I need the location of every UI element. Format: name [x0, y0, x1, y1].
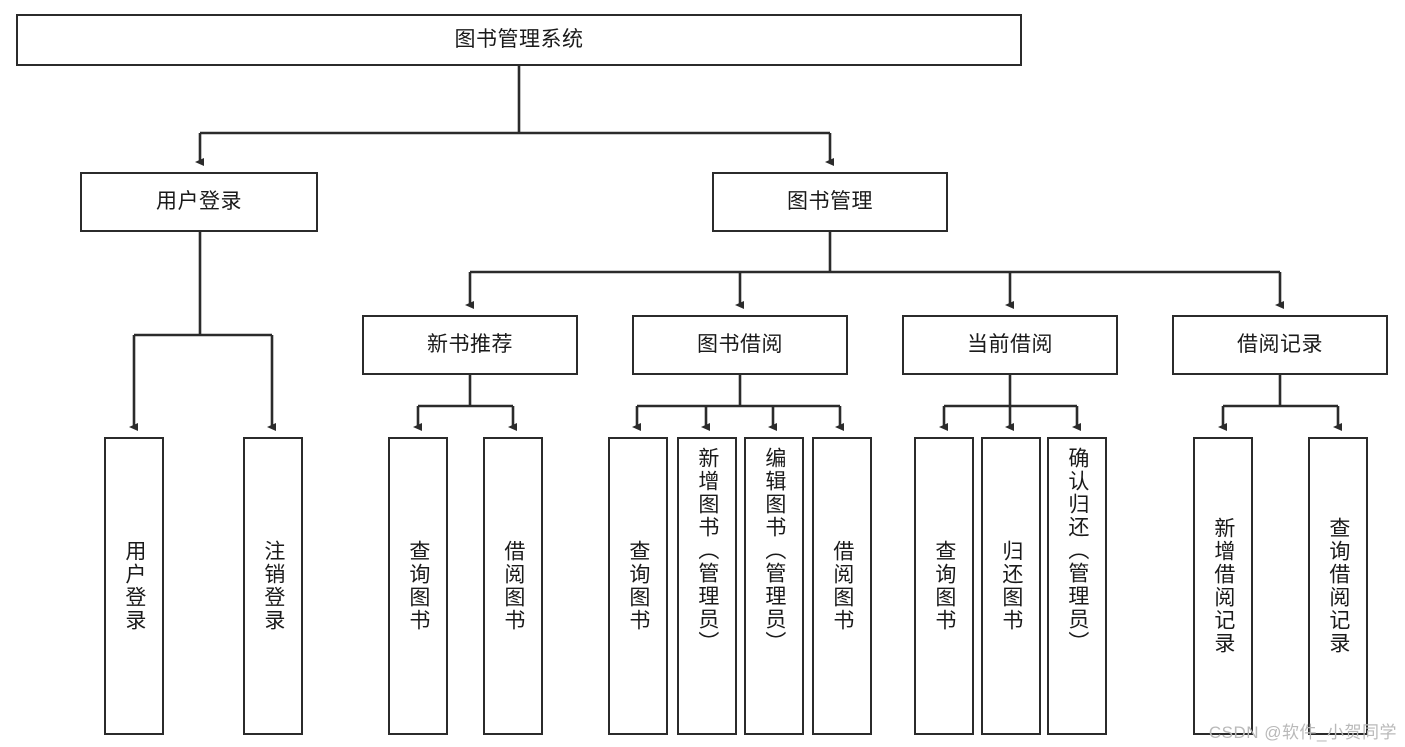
node-label: 新增借阅记录 — [1211, 517, 1235, 655]
node-label: 编辑图书（管理员） — [762, 447, 786, 654]
node-label: 图书管理系统 — [454, 27, 584, 51]
leaf-query-borrow-record[interactable]: 查询借阅记录 — [1308, 437, 1368, 735]
node-label: 用户登录 — [122, 540, 146, 632]
node-label: 查询图书 — [406, 540, 430, 632]
node-user-login[interactable]: 用户登录 — [80, 172, 318, 232]
node-label: 查询图书 — [932, 540, 956, 632]
node-label: 归还图书 — [999, 540, 1023, 632]
watermark-text: CSDN @软件_小贺同学 — [1208, 723, 1397, 742]
leaf-query-book-1[interactable]: 查询图书 — [388, 437, 448, 735]
leaf-edit-book-admin[interactable]: 编辑图书（管理员） — [744, 437, 804, 735]
leaf-query-book-2[interactable]: 查询图书 — [608, 437, 668, 735]
node-borrow-record[interactable]: 借阅记录 — [1172, 315, 1388, 375]
node-current-borrow[interactable]: 当前借阅 — [902, 315, 1118, 375]
node-label: 图书借阅 — [697, 332, 783, 356]
leaf-user-login[interactable]: 用户登录 — [104, 437, 164, 735]
leaf-add-borrow-record[interactable]: 新增借阅记录 — [1193, 437, 1253, 735]
node-label: 新增图书（管理员） — [695, 447, 719, 654]
node-label: 新书推荐 — [427, 332, 513, 356]
node-label: 当前借阅 — [967, 332, 1053, 356]
node-label: 借阅图书 — [830, 540, 854, 632]
node-book-borrow[interactable]: 图书借阅 — [632, 315, 848, 375]
node-root-book-management-system[interactable]: 图书管理系统 — [16, 14, 1022, 66]
leaf-logout-login[interactable]: 注销登录 — [243, 437, 303, 735]
leaf-add-book-admin[interactable]: 新增图书（管理员） — [677, 437, 737, 735]
leaf-confirm-return-admin[interactable]: 确认归还（管理员） — [1047, 437, 1107, 735]
leaf-query-book-3[interactable]: 查询图书 — [914, 437, 974, 735]
leaf-return-book[interactable]: 归还图书 — [981, 437, 1041, 735]
node-label: 确认归还（管理员） — [1065, 447, 1089, 654]
node-label: 查询借阅记录 — [1326, 517, 1350, 655]
node-book-management[interactable]: 图书管理 — [712, 172, 948, 232]
node-label: 图书管理 — [787, 189, 873, 213]
node-label: 用户登录 — [156, 189, 242, 213]
leaf-borrow-book-1[interactable]: 借阅图书 — [483, 437, 543, 735]
node-label: 借阅图书 — [501, 540, 525, 632]
node-label: 查询图书 — [626, 540, 650, 632]
node-new-book-recommend[interactable]: 新书推荐 — [362, 315, 578, 375]
leaf-borrow-book-2[interactable]: 借阅图书 — [812, 437, 872, 735]
node-label: 注销登录 — [261, 540, 285, 632]
node-label: 借阅记录 — [1237, 332, 1323, 356]
